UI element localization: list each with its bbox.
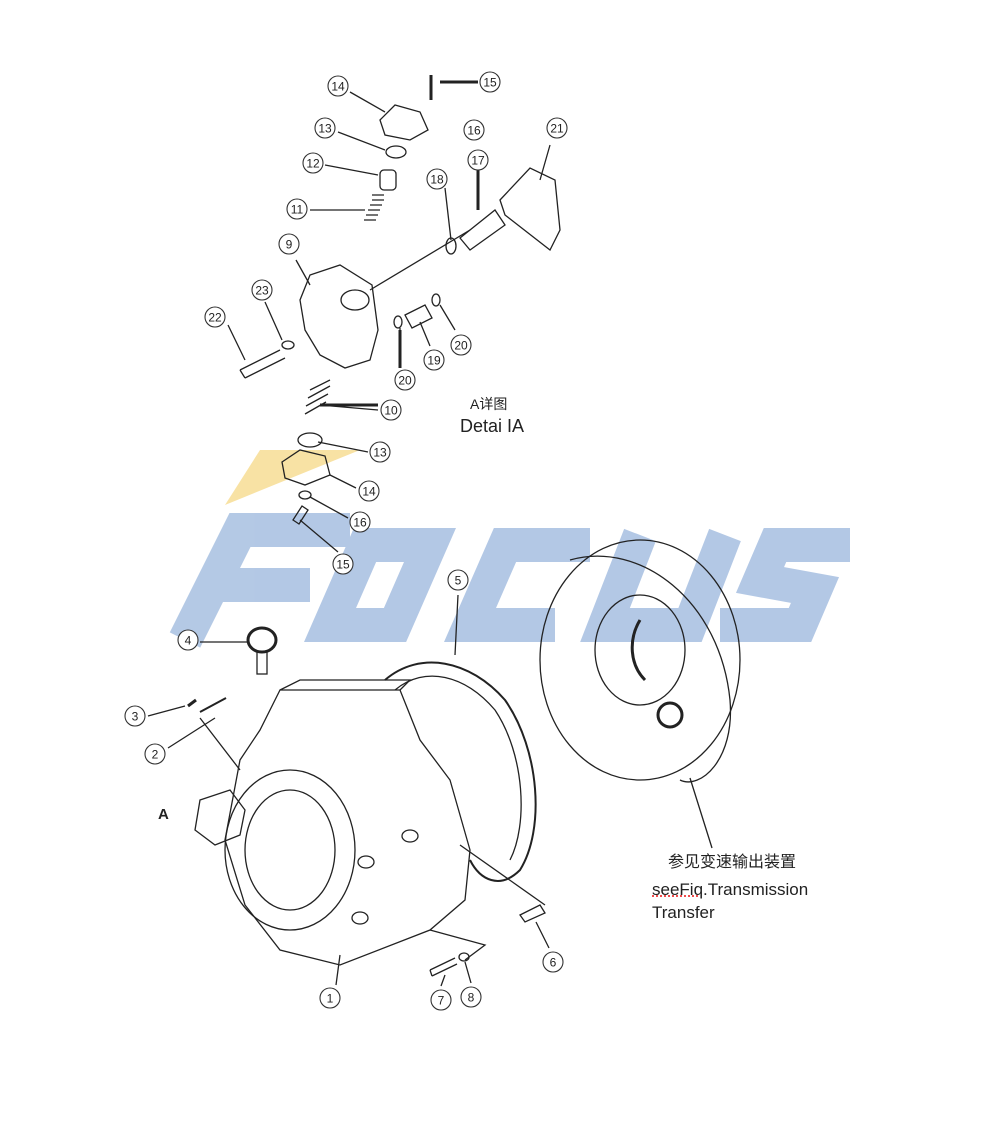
callout-4: 4 xyxy=(177,629,199,651)
callout-number: 2 xyxy=(152,748,159,762)
callout-number: 9 xyxy=(286,238,293,252)
callout-23: 23 xyxy=(251,279,273,301)
callout-number: 13 xyxy=(318,122,332,136)
callout-22: 22 xyxy=(204,306,226,328)
callout-circle xyxy=(302,152,324,174)
callout-20: 20 xyxy=(394,369,416,391)
callout-number: 4 xyxy=(185,634,192,648)
detail-a-label-en: Detai IA xyxy=(460,416,525,436)
callout-number: 14 xyxy=(362,485,376,499)
callout-circle xyxy=(460,986,482,1008)
callout-circle xyxy=(278,233,300,255)
callout-8: 8 xyxy=(460,986,482,1008)
callout-circle xyxy=(177,629,199,651)
callout-circle xyxy=(204,306,226,328)
callout-17: 17 xyxy=(467,149,489,171)
callout-11: 11 xyxy=(286,198,308,220)
callout-13: 13 xyxy=(314,117,336,139)
callout-circle xyxy=(251,279,273,301)
detail-a-label-zh: A详图 xyxy=(470,396,508,412)
callout-circle xyxy=(394,369,416,391)
callout-circle xyxy=(144,743,166,765)
callout-number: 1 xyxy=(327,992,334,1006)
callout-circle xyxy=(319,987,341,1009)
callout-3: 3 xyxy=(124,705,146,727)
callout-circle xyxy=(314,117,336,139)
callout-number: 15 xyxy=(483,76,497,90)
callout-14: 14 xyxy=(327,75,349,97)
reference-note-en: seeFiq.Transmission xyxy=(652,880,808,900)
callout-number: 22 xyxy=(208,311,222,325)
callout-circle xyxy=(479,71,501,93)
callout-number: 5 xyxy=(455,574,462,588)
callout-circle xyxy=(423,349,445,371)
callout-circle xyxy=(286,198,308,220)
callout-6: 6 xyxy=(542,951,564,973)
callout-9: 9 xyxy=(278,233,300,255)
callout-number: 11 xyxy=(291,203,304,217)
callout-number: 19 xyxy=(427,354,441,368)
callout-number: 18 xyxy=(430,173,444,187)
callout-5: 5 xyxy=(447,569,469,591)
callout-number: 3 xyxy=(132,710,139,724)
callout-circle xyxy=(463,119,485,141)
callout-number: 20 xyxy=(454,339,468,353)
callout-number: 23 xyxy=(255,284,269,298)
callout-12: 12 xyxy=(302,152,324,174)
reference-note-en-prefix: seeFiq xyxy=(652,880,704,899)
callout-circle xyxy=(380,399,402,421)
callout-circle xyxy=(450,334,472,356)
part-outlines xyxy=(147,75,741,987)
callout-16: 16 xyxy=(463,119,485,141)
callout-circle xyxy=(467,149,489,171)
callout-number: 12 xyxy=(306,157,320,171)
callout-21: 21 xyxy=(546,117,568,139)
callout-circle xyxy=(447,569,469,591)
reference-note-zh: 参见变速输出装置 xyxy=(668,854,797,871)
callout-circle xyxy=(430,989,452,1011)
callout-number: 10 xyxy=(384,404,398,418)
callout-circle xyxy=(124,705,146,727)
callout-13: 13 xyxy=(369,441,391,463)
reference-note-en-line2: Transfer xyxy=(652,903,715,922)
callout-number: 14 xyxy=(331,80,345,94)
callout-14: 14 xyxy=(358,480,380,502)
callout-circle xyxy=(358,480,380,502)
callout-circle xyxy=(426,168,448,190)
callout-number: 16 xyxy=(467,124,481,138)
callout-number: 15 xyxy=(336,558,350,572)
callout-15: 15 xyxy=(332,553,354,575)
callout-circle xyxy=(542,951,564,973)
callout-circle xyxy=(546,117,568,139)
callout-1: 1 xyxy=(319,987,341,1009)
reference-note-en-rest: .Transmission xyxy=(703,880,809,899)
callout-circle xyxy=(332,553,354,575)
callout-18: 18 xyxy=(426,168,448,190)
callout-number: 6 xyxy=(550,956,557,970)
callout-19: 19 xyxy=(423,349,445,371)
callout-number: 20 xyxy=(398,374,412,388)
callout-circle xyxy=(369,441,391,463)
callout-15: 15 xyxy=(479,71,501,93)
callout-number: 8 xyxy=(468,991,475,1005)
callout-7: 7 xyxy=(430,989,452,1011)
callout-circle xyxy=(327,75,349,97)
callout-circle xyxy=(349,511,371,533)
callout-number: 13 xyxy=(373,446,387,460)
callout-10: 10 xyxy=(380,399,402,421)
callout-number: 7 xyxy=(438,994,445,1008)
focus-watermark-logo xyxy=(169,450,850,648)
callout-16: 16 xyxy=(349,511,371,533)
callout-number: 21 xyxy=(550,122,564,136)
view-marker-a: A xyxy=(158,806,169,823)
callout-number: 16 xyxy=(353,516,367,530)
callout-20: 20 xyxy=(450,334,472,356)
callout-2: 2 xyxy=(144,743,166,765)
callout-number: 17 xyxy=(471,154,485,168)
